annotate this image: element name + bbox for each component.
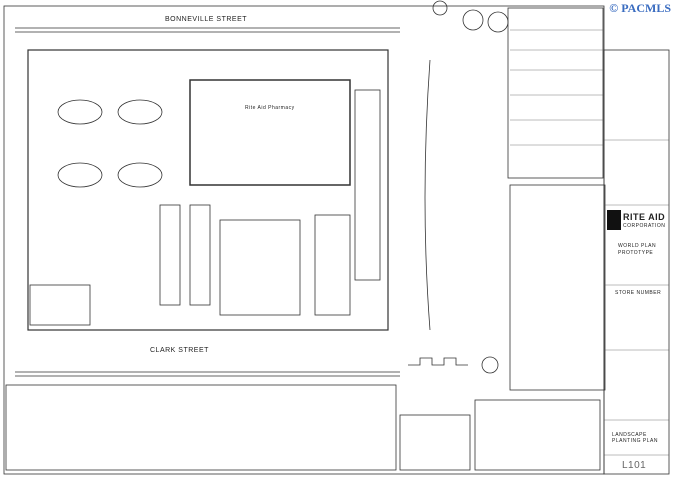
- project-name: WORLD PLAN: [618, 243, 657, 249]
- parking-islands: [57, 99, 351, 316]
- company-name: RITE AID: [623, 212, 666, 222]
- building-outline: [189, 79, 351, 186]
- building-label: Rite Aid Pharmacy: [245, 105, 295, 111]
- drawing-title: LANDSCAPE PLANTING PLAN: [612, 432, 658, 444]
- project-sub: PROTOTYPE: [618, 250, 654, 256]
- pacmls-watermark: © PACMLS: [609, 1, 671, 15]
- street-label-south: CLARK STREET: [150, 347, 209, 354]
- sheet-number: L101: [622, 460, 647, 471]
- company-sub: CORPORATION: [623, 223, 666, 229]
- sheet-border: [3, 5, 605, 475]
- title-block-border: [603, 49, 670, 475]
- rite-aid-logo: [607, 210, 621, 230]
- store-number: STORE NUMBER: [615, 290, 662, 296]
- site-boundary: [27, 49, 389, 331]
- street-label-north: BONNEVILLE STREET: [165, 16, 248, 23]
